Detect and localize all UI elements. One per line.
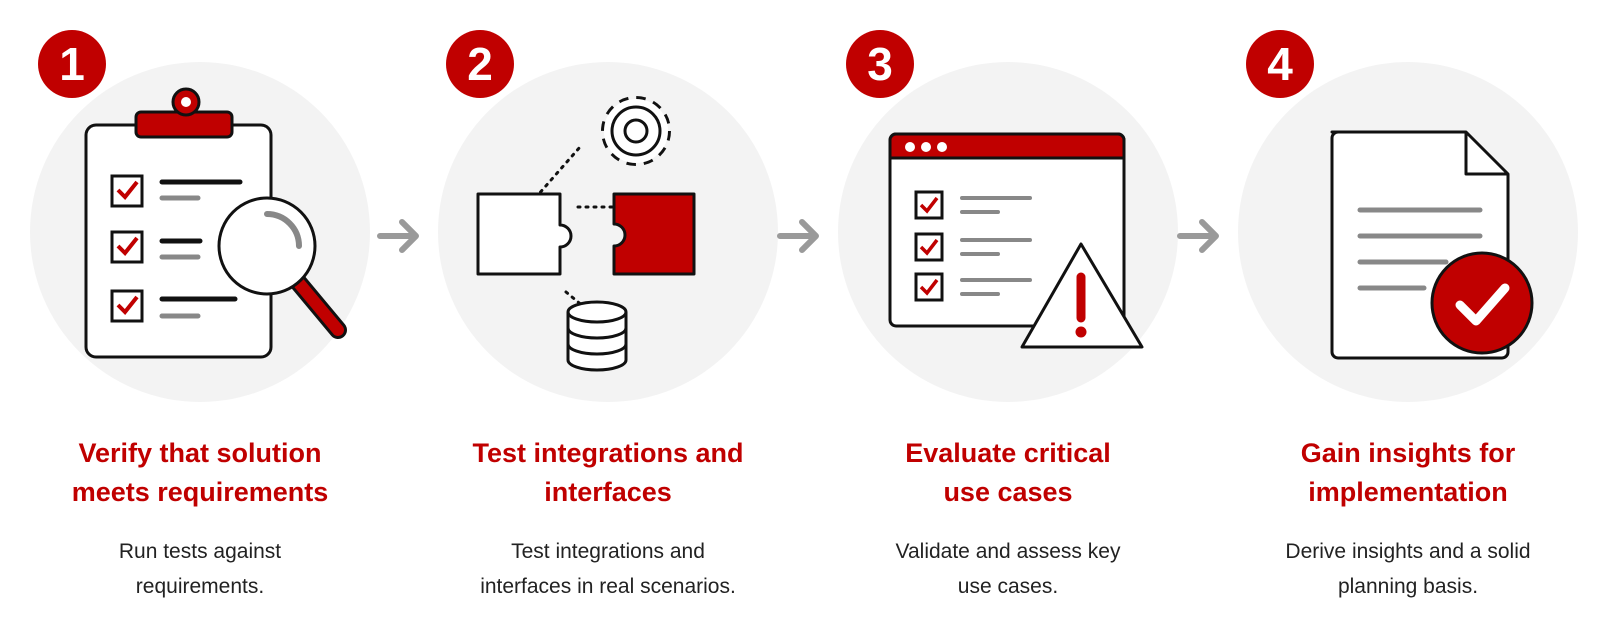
step-2-number-badge: 2 — [446, 30, 514, 98]
step-4-description: Derive insights and a solid planning bas… — [1285, 540, 1531, 598]
clipboard-magnifier-icon — [84, 87, 347, 359]
step-4: 4 Gain insights for implementation Deriv… — [1208, 0, 1608, 640]
step-1-description: Run tests against requirements. — [118, 540, 282, 598]
step-4-number-badge: 4 — [1246, 30, 1314, 98]
step-3-number-badge: 3 — [846, 30, 914, 98]
step-3-title: Evaluate critical use cases — [905, 438, 1111, 507]
step-3: 3 Evaluate critical use cases Validate a… — [808, 0, 1208, 640]
arrow-right-icon — [377, 219, 419, 253]
step-1-title: Verify that solution meets requirements — [71, 438, 329, 507]
step-1-number-badge: 1 — [38, 30, 106, 98]
document-check-icon — [1330, 130, 1534, 360]
puzzle-integration-icon — [476, 96, 696, 372]
step-1: 1 Verify that solution meets requirement… — [0, 0, 400, 640]
step-4-title: Gain insights for implementation — [1300, 438, 1516, 507]
step-3-description: Validate and assess key use cases. — [895, 540, 1121, 598]
arrow-right-icon — [777, 219, 819, 253]
step-2-description: Test integrations and interfaces in real… — [480, 540, 736, 598]
step-2: 2 Test integrations and interfaces Test … — [408, 0, 808, 640]
arrow-right-icon — [1177, 219, 1219, 253]
browser-warning-icon — [888, 132, 1144, 349]
step-2-title: Test integrations and interfaces — [472, 438, 744, 507]
